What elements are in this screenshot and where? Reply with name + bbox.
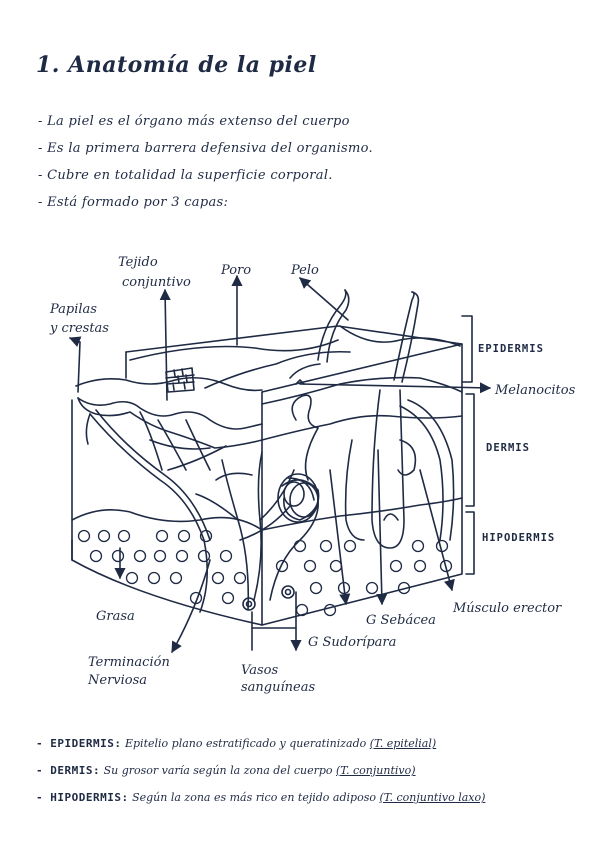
definition-term: - EPIDERMIS: (36, 737, 122, 750)
bullet-item: - Está formado por 3 capas: (38, 195, 229, 210)
fat-cell (365, 581, 379, 595)
blood-vessel (221, 459, 250, 611)
fat-cell (147, 571, 161, 585)
definition-item: - DERMIS: Su grosor varía según la zona … (36, 757, 485, 784)
label-poro: Poro (220, 263, 251, 278)
label-sudoripara: G Sudorípara (308, 635, 396, 650)
fat-cell (233, 571, 247, 585)
fat-cell (89, 549, 103, 563)
fat-cell (189, 591, 203, 605)
fat-cell-group (77, 529, 453, 617)
bullet-item: - Es la primera barrera defensiva del or… (38, 141, 373, 156)
fat-cell (133, 549, 147, 563)
definition-tissue: (T. conjuntivo) (336, 764, 416, 777)
layer-epidermis-label: EPIDERMIS (478, 343, 544, 355)
fat-cell (309, 581, 323, 595)
block-side-right (261, 389, 463, 626)
fat-cell (111, 549, 125, 563)
definition-tissue: (T. conjuntivo laxo) (379, 791, 486, 804)
fat-cell (323, 603, 337, 617)
nerve-ending (89, 413, 208, 613)
fat-cell (303, 559, 317, 573)
fat-cell (169, 571, 183, 585)
dermis-boundary (71, 509, 263, 531)
sweat-gland (291, 394, 319, 429)
definition-item: - EPIDERMIS: Epitelio plano estratificad… (36, 730, 485, 757)
fat-cell (435, 539, 449, 553)
label-grasa: Grasa (96, 609, 135, 624)
intro-bullet-list: - La piel es el órgano más extenso del c… (38, 108, 373, 216)
fat-cell (329, 559, 343, 573)
label-melanocitos: Melanocitos (494, 383, 576, 398)
fat-cell (177, 529, 191, 543)
definition-text: Su grosor varía según la zona del cuerpo (100, 764, 337, 777)
fat-cell (411, 539, 425, 553)
bullet-item: - Cubre en totalidad la superficie corpo… (38, 168, 333, 183)
erector-muscle (399, 405, 444, 541)
fat-cell (125, 571, 139, 585)
fat-cell (211, 571, 225, 585)
fat-cell (439, 559, 453, 573)
label-conjuntivo: conjuntivo (122, 275, 191, 290)
label-musculo: Músculo erector (452, 601, 562, 616)
fat-cell (389, 559, 403, 573)
fat-cell (295, 603, 309, 617)
label-pelo: Pelo (290, 263, 319, 278)
label-crestas: y crestas (49, 321, 109, 336)
definition-text: Según la zona es más rico en tejido adip… (128, 791, 380, 804)
page-title: 1. Anatomía de la piel (36, 52, 317, 78)
fat-cell (199, 529, 213, 543)
label-sebacea: G Sebácea (366, 613, 436, 628)
fat-cell (337, 581, 351, 595)
layer-dermis-label: DERMIS (486, 442, 530, 454)
fat-cell (175, 549, 189, 563)
fat-cell (155, 529, 169, 543)
fat-cell (117, 529, 131, 543)
block-top-surface (125, 325, 463, 393)
definition-term: - DERMIS: (36, 764, 101, 777)
fat-cell (197, 549, 211, 563)
label-papilas: Papilas (49, 302, 97, 317)
layer-definitions: - EPIDERMIS: Epitelio plano estratificad… (36, 730, 485, 811)
skin-diagram: Tejido conjuntivo Poro Pelo Papilas y cr… (49, 255, 576, 695)
definition-item: - HIPODERMIS: Según la zona es más rico … (36, 784, 485, 811)
bullet-item: - La piel es el órgano más extenso del c… (38, 114, 350, 129)
fat-cell (219, 549, 233, 563)
epidermis-boundary (75, 376, 263, 392)
definition-text: Epitelio plano estratificado y queratini… (121, 737, 370, 750)
definition-term: - HIPODERMIS: (36, 791, 129, 804)
fat-cell (397, 581, 411, 595)
label-tejido: Tejido (118, 255, 158, 270)
fat-cell (77, 529, 91, 543)
definition-tissue: (T. epitelial) (369, 737, 437, 750)
fat-cell (97, 529, 111, 543)
fat-cell (221, 591, 235, 605)
hair-follicle (371, 389, 405, 549)
fat-cell (275, 559, 289, 573)
fat-cell (343, 539, 357, 553)
epidermis-bracket (461, 315, 473, 383)
fat-cell (293, 539, 307, 553)
label-nerviosa: Nerviosa (87, 673, 147, 688)
fat-cell (153, 549, 167, 563)
fat-cell (319, 539, 333, 553)
hypodermis-bracket (465, 511, 475, 575)
block-bottom-left (71, 539, 263, 626)
label-terminacion: Terminación (88, 655, 170, 670)
dermis-bracket (465, 393, 475, 507)
label-vasos: Vasos (241, 663, 278, 678)
hair-shaft (317, 289, 347, 361)
layer-hipodermis-label: HIPODERMIS (482, 532, 555, 544)
fat-cell (413, 559, 427, 573)
label-sanguineas: sanguíneas (241, 680, 315, 695)
